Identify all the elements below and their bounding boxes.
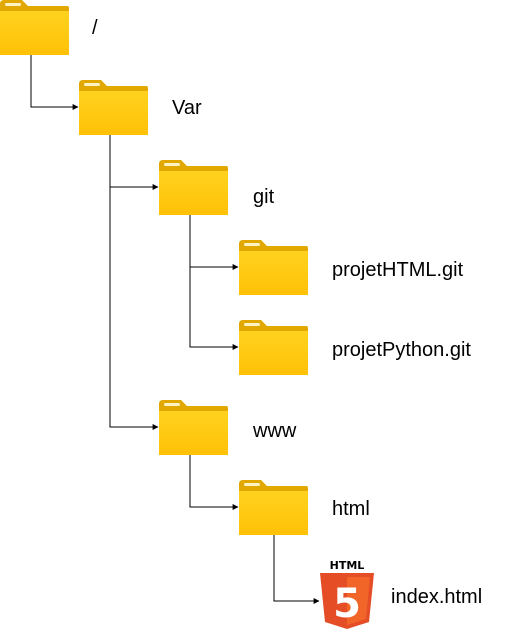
connector-html-index	[273, 535, 320, 604]
html5-badge-text: HTML	[330, 559, 365, 572]
node-label-html: html	[332, 498, 370, 520]
node-label-var: Var	[172, 97, 202, 119]
connector-git-pHTML	[189, 215, 239, 270]
tree-icons: HTML 5	[0, 0, 374, 629]
folder-icon	[239, 480, 308, 535]
node-label-index: index.html	[391, 586, 483, 608]
node-label-git: git	[253, 186, 275, 208]
folder-icon	[0, 0, 69, 55]
html5-icon: HTML 5	[320, 559, 374, 629]
folder-icon	[159, 400, 228, 455]
node-label-www: www	[253, 420, 297, 442]
connector-git-pPy	[189, 215, 239, 350]
connector-www-html	[189, 455, 239, 510]
node-label-phtml: projetHTML.git	[332, 259, 464, 281]
folder-icon	[79, 80, 148, 135]
connector-var-git	[109, 135, 159, 190]
tree-connectors	[30, 55, 320, 604]
folder-icon	[239, 320, 308, 375]
connector-root-var	[30, 55, 79, 110]
folder-icon	[239, 240, 308, 295]
html5-shield-glyph: 5	[333, 581, 361, 627]
connector-var-www	[109, 135, 159, 430]
node-label-ppy: projetPython.git	[332, 339, 471, 361]
folder-icon	[159, 160, 228, 215]
node-label-root: /	[92, 17, 98, 39]
